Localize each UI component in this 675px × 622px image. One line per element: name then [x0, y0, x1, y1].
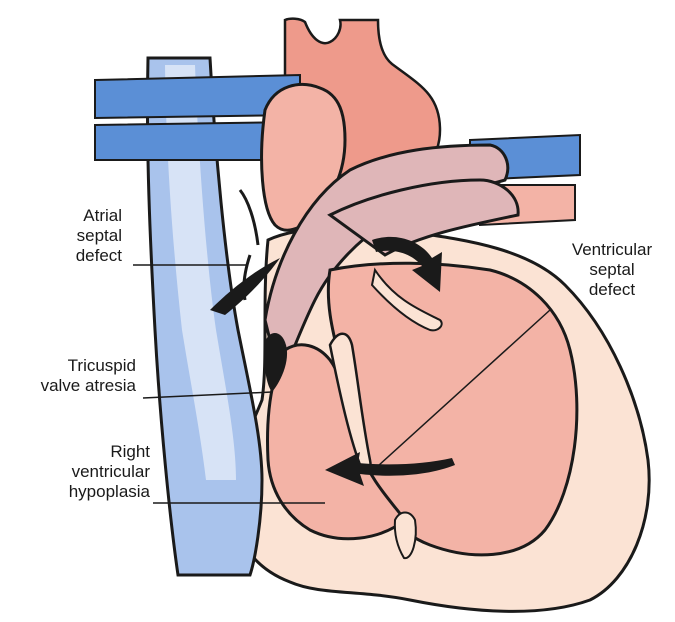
label-vsd-line-2: septal [589, 260, 635, 279]
label-right-ventricular-hypoplasia: Right ventricular hypoplasia [30, 442, 150, 502]
label-vsd-line-3: defect [588, 280, 636, 299]
pulmonary-artery [263, 143, 510, 385]
label-rv-line-1: Right [110, 442, 150, 461]
label-atrial-line-2: septal [76, 226, 122, 245]
label-atrial-line-3: defect [75, 246, 122, 265]
leader-tricuspid-valve-atresia [142, 391, 273, 399]
label-atrial-line-1: Atrial [83, 206, 122, 225]
label-vsd-line-1: Ventricular [571, 240, 653, 259]
label-atrial-septal-defect: Atrial septal defect [42, 206, 122, 266]
label-tricuspid-line-1: Tricuspid [67, 356, 136, 375]
label-tricuspid-line-2: valve atresia [40, 376, 136, 395]
pulmonary-artery-branch [327, 178, 520, 257]
flow-arrow-upper [372, 236, 442, 292]
leader-ventricular-septal-defect [377, 309, 551, 467]
label-rv-line-3: hypoplasia [68, 482, 150, 501]
flow-arrow-atrial [210, 258, 280, 315]
ventricular-septum [328, 332, 372, 474]
label-tricuspid-valve-atresia: Tricuspid valve atresia [0, 356, 136, 396]
vena-cava-highlight [165, 65, 236, 480]
papillary-muscle-2 [393, 511, 417, 560]
label-rv-line-2: ventricular [71, 462, 150, 481]
flow-arrow-lower [325, 452, 455, 486]
label-ventricular-septal-defect: Ventricular septal defect [552, 240, 672, 300]
tricuspid-valve [264, 333, 288, 392]
papillary-muscle [370, 267, 443, 332]
